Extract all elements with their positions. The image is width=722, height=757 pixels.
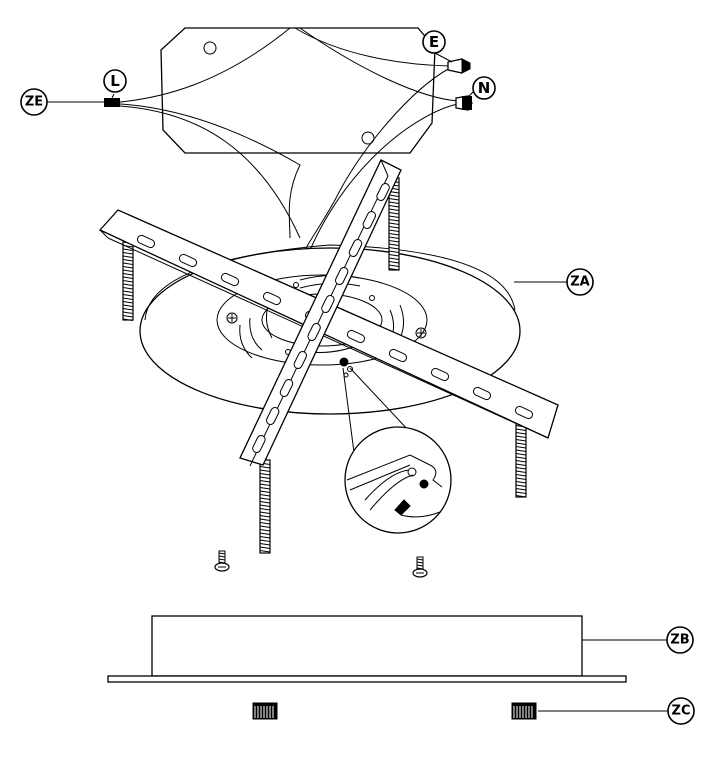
- center-fixing-screw: [339, 357, 353, 378]
- callout-live: L: [103, 69, 127, 93]
- connector-left: [104, 98, 120, 107]
- connector-earth: [447, 58, 471, 74]
- callout-cap-nut: ZC: [667, 697, 695, 725]
- callout-connector: ZE: [20, 88, 48, 116]
- cap-nut-right: [511, 702, 537, 720]
- plate-screw-right: [415, 327, 427, 339]
- fixing-screw-right: [412, 556, 428, 578]
- callout-earth-text: E: [429, 33, 439, 51]
- callout-mounting-plate: ZA: [566, 268, 594, 296]
- callout-mounting-plate-text: ZA: [570, 275, 590, 290]
- callout-live-text: L: [110, 72, 120, 90]
- cross-bar-diagonal: [239, 159, 402, 467]
- fixing-screw-left: [214, 550, 230, 572]
- plate-screw-left: [226, 312, 238, 324]
- callout-cap-nut-text: ZC: [672, 704, 691, 719]
- lamp-body: [107, 615, 627, 683]
- earth-detail-magnifier: [342, 367, 452, 534]
- threaded-rod-bottom-left: [259, 459, 271, 554]
- cap-nut-left: [252, 702, 278, 720]
- callout-neutral: N: [472, 76, 496, 100]
- callout-neutral-text: N: [478, 79, 491, 97]
- leader-lines: [46, 51, 668, 712]
- connector-neutral: [455, 95, 473, 111]
- callout-lamp-body-text: ZB: [670, 633, 689, 648]
- callout-earth: E: [422, 30, 446, 54]
- callout-lamp-body: ZB: [666, 626, 694, 654]
- callout-connector-text: ZE: [25, 95, 43, 110]
- junction-box: [160, 27, 436, 154]
- supply-wires: [119, 27, 459, 251]
